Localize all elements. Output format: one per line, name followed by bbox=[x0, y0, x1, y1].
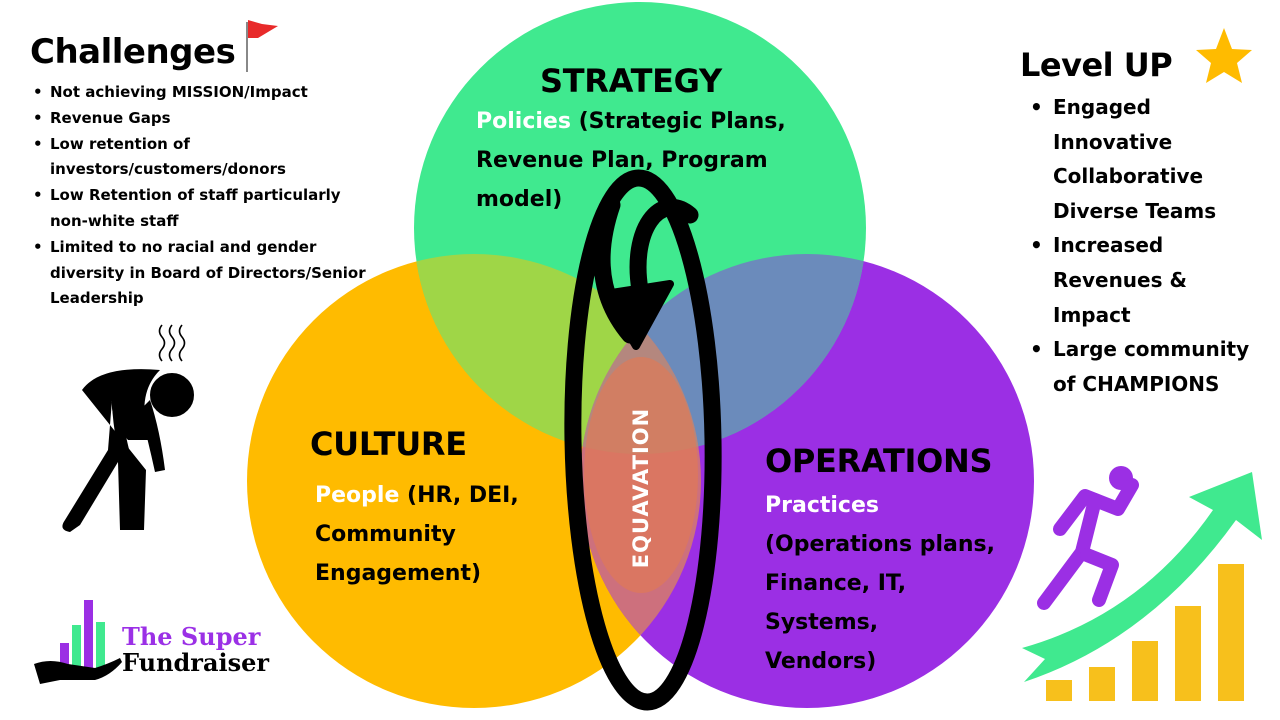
equavation-label: EQUAVATION bbox=[629, 407, 653, 569]
running-person-icon bbox=[1037, 466, 1139, 610]
growth-bar bbox=[1218, 564, 1244, 701]
operations-description: (Operations plans, Finance, IT, Systems,… bbox=[765, 532, 995, 674]
operations-body: Practices (Operations plans, Finance, IT… bbox=[765, 486, 995, 681]
operations-title: OPERATIONS bbox=[765, 442, 993, 480]
strategy-operations-overlap bbox=[580, 254, 866, 454]
strategy-highlight: Policies bbox=[476, 109, 571, 134]
bar-growth-icon bbox=[1046, 564, 1244, 701]
exhausted-person-icon bbox=[62, 324, 196, 532]
culture-title: CULTURE bbox=[310, 425, 467, 463]
cycle-loop bbox=[564, 169, 722, 711]
operations-highlight: Practices bbox=[765, 493, 879, 518]
logo-line-1: The Super bbox=[122, 622, 261, 651]
challenges-title: Challenges bbox=[30, 32, 236, 72]
level-up-item: Engaged Innovative Collaborative Diverse… bbox=[1030, 90, 1270, 228]
challenge-item: Limited to no racial and gender diversit… bbox=[30, 235, 370, 312]
challenge-item: Revenue Gaps bbox=[30, 106, 370, 132]
culture-body: People (HR, DEI, Community Engagement) bbox=[315, 476, 555, 593]
growth-bar bbox=[1046, 680, 1072, 701]
growth-bar bbox=[1175, 606, 1201, 701]
challenge-item: Low Retention of staff particularly non-… bbox=[30, 183, 370, 235]
logo-line-2: Fundraiser bbox=[122, 648, 270, 677]
strategy-culture-overlap bbox=[414, 254, 701, 454]
cycle-loop-top bbox=[629, 199, 699, 299]
star-icon bbox=[1196, 28, 1252, 83]
logo-icon bbox=[34, 600, 122, 684]
level-up-title: Level UP bbox=[1020, 46, 1173, 84]
challenges-list: Not achieving MISSION/Impact Revenue Gap… bbox=[30, 80, 370, 312]
strategy-title: STRATEGY bbox=[540, 62, 722, 100]
level-up-item: Large community of CHAMPIONS bbox=[1030, 332, 1270, 401]
equavation-ellipse bbox=[584, 357, 698, 593]
culture-description: (HR, DEI, Community Engagement) bbox=[315, 483, 519, 586]
strategy-body: Policies (Strategic Plans, Revenue Plan,… bbox=[476, 102, 836, 219]
level-up-item: Increased Revenues & Impact bbox=[1030, 228, 1270, 332]
flag-icon bbox=[246, 20, 278, 72]
culture-highlight: People bbox=[315, 483, 400, 508]
level-up-list: Engaged Innovative Collaborative Diverse… bbox=[1030, 90, 1270, 401]
strategy-description: (Strategic Plans, Revenue Plan, Program … bbox=[476, 109, 786, 212]
growth-arrow-icon bbox=[1022, 472, 1262, 682]
growth-bar bbox=[1132, 641, 1158, 701]
challenge-item: Not achieving MISSION/Impact bbox=[30, 80, 370, 106]
logo-text: The Super Fundraiser bbox=[122, 624, 269, 676]
challenge-item: Low retention of investors/customers/don… bbox=[30, 132, 370, 184]
growth-bar bbox=[1089, 667, 1115, 701]
